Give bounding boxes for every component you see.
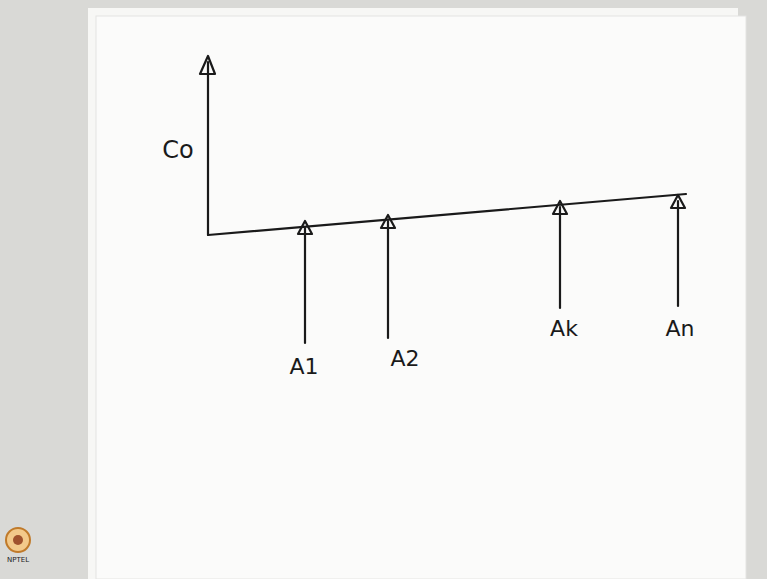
paper-sheet	[96, 16, 746, 579]
cash-flow-arrow	[304, 228, 306, 343]
cash-flow-arrow	[387, 221, 389, 338]
cash-flow-label: A2	[390, 348, 419, 370]
logo-mark	[6, 528, 30, 552]
arrow-head	[298, 221, 312, 234]
arrow-head	[671, 195, 685, 208]
arrow-head	[200, 56, 215, 74]
arrow-head	[553, 201, 567, 214]
cash-flow-arrow	[559, 207, 561, 308]
time-line	[208, 194, 686, 235]
arrow-head	[381, 215, 395, 228]
cash-flow-arrow	[677, 201, 679, 306]
logo-mark	[13, 535, 23, 545]
cash-flow-label: Ak	[550, 318, 578, 340]
cash-flow-label: Co	[162, 138, 193, 162]
cash-flow-arrow	[207, 62, 209, 235]
cash-flow-label: An	[666, 318, 695, 340]
cash-flow-label: A1	[289, 356, 318, 378]
logo-text: NPTEL	[7, 557, 29, 564]
